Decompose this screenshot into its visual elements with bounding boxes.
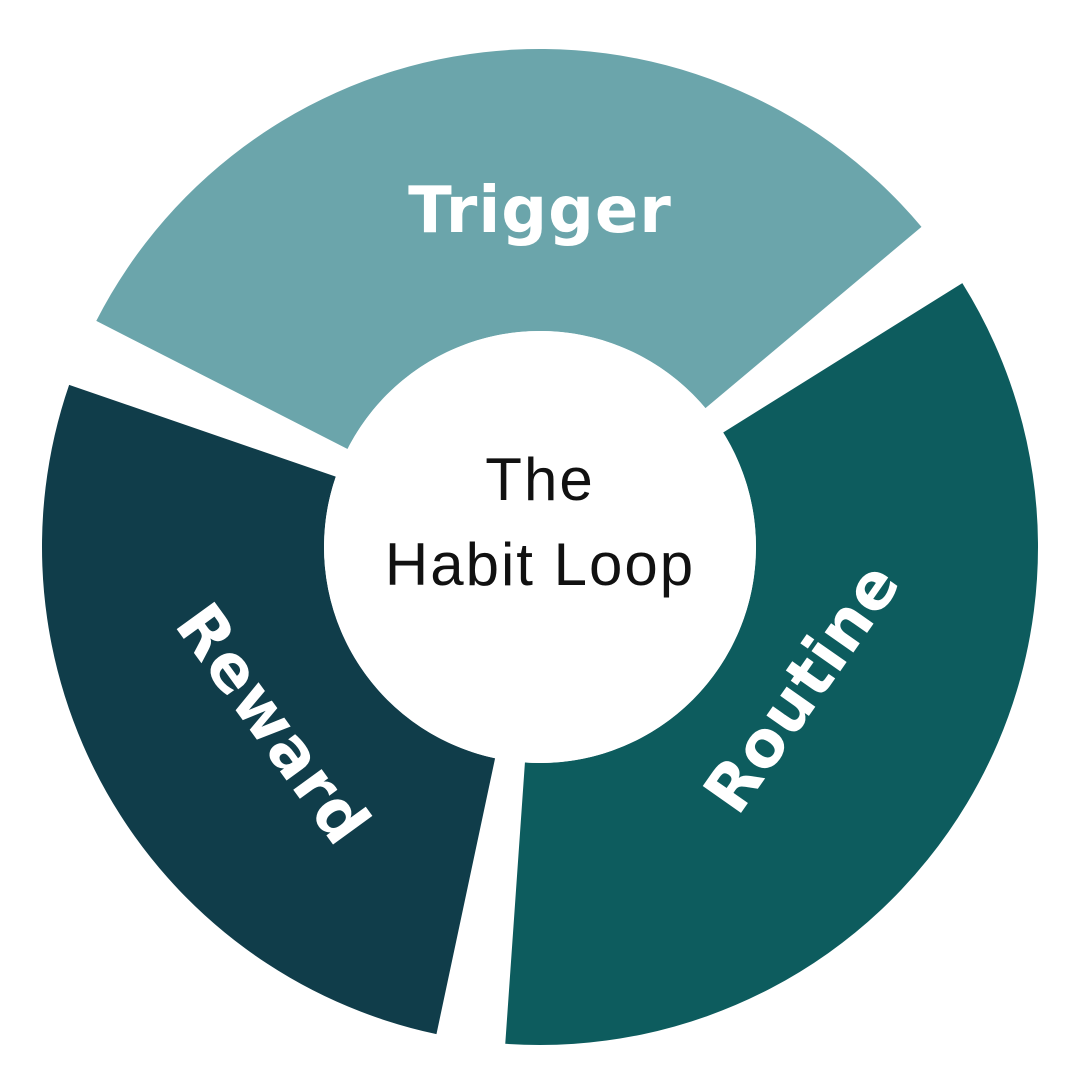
diagram-title-line2: Habit Loop — [385, 531, 695, 598]
diagram-title-line1: The — [485, 446, 594, 513]
segment-routine — [505, 283, 1039, 1046]
segment-label-trigger: Trigger — [408, 174, 672, 248]
segment-reward — [41, 384, 496, 1035]
segment-trigger — [96, 48, 922, 449]
center-circle — [324, 331, 756, 763]
